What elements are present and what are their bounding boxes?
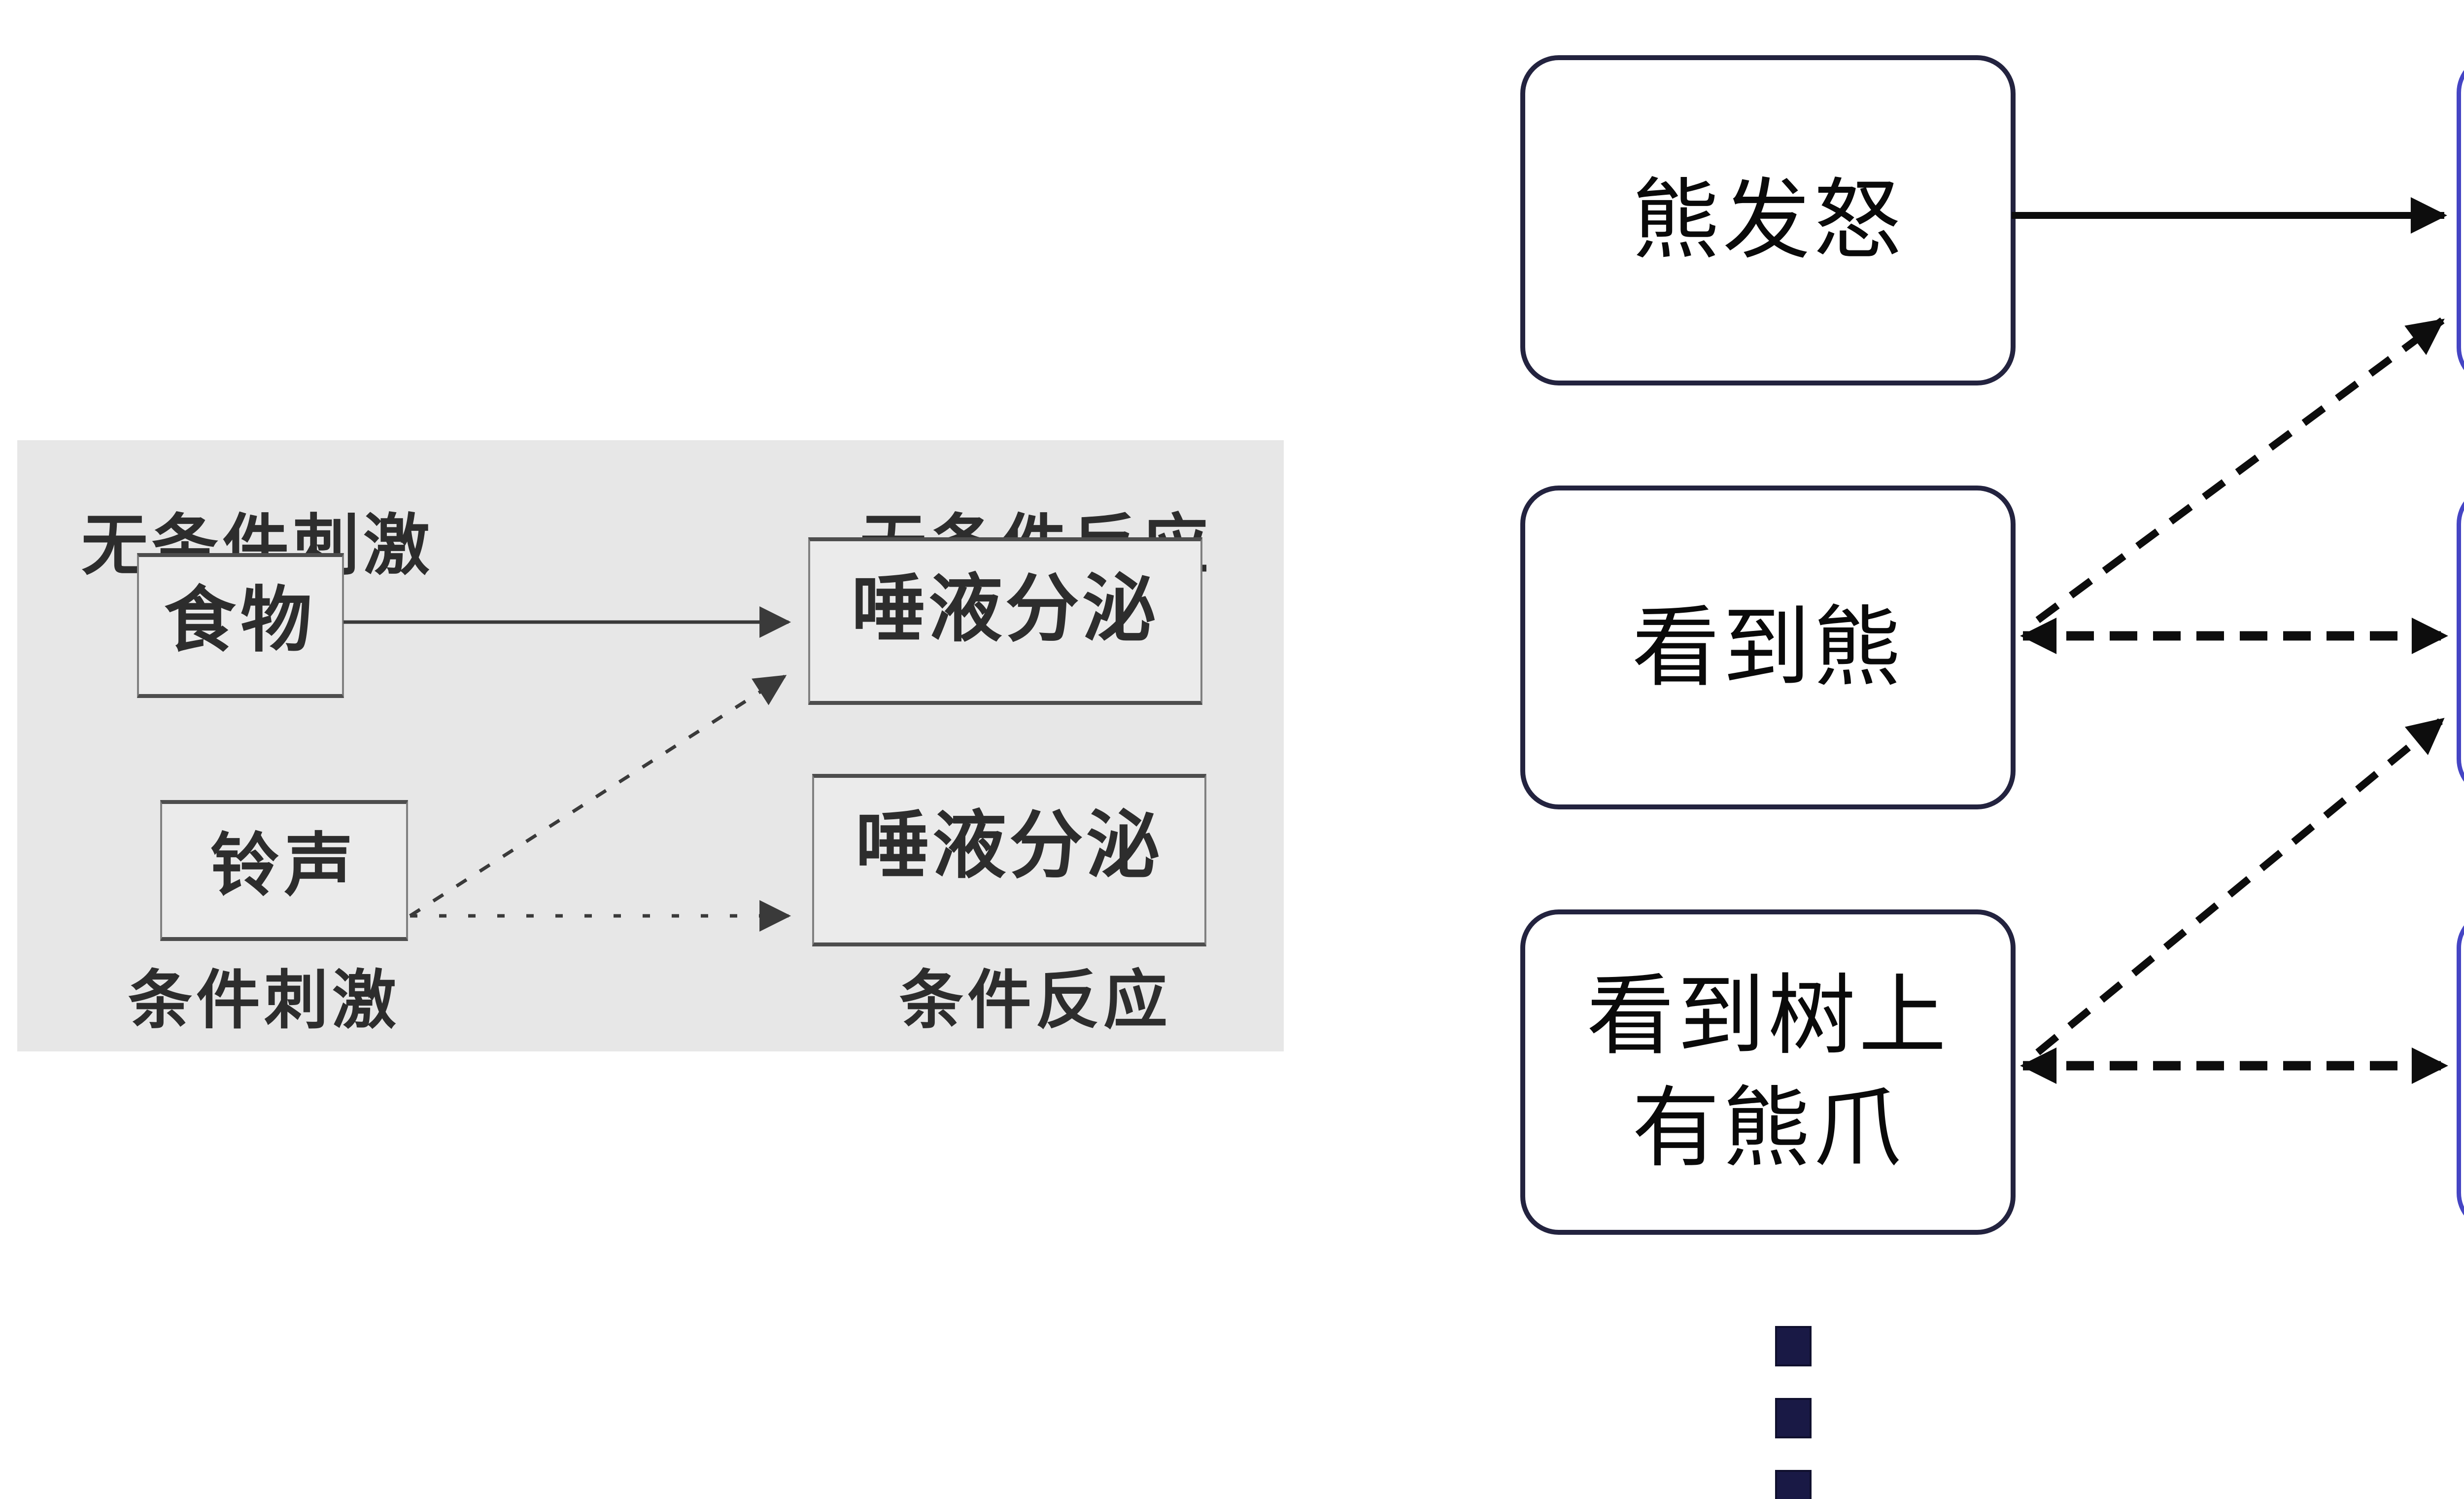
box-salivation-top: 唾液分泌: [808, 537, 1202, 705]
label-conditioned-response: 条件反应: [899, 964, 1172, 1036]
classical-conditioning-panel: 无条件刺激 无条件反应 条件刺激 条件反应 食物 唾液分泌 铃声 唾液分泌: [17, 440, 1284, 1051]
dashed-arrow-seebear-to-reward: [2035, 317, 2445, 624]
ellipsis-dot: [1775, 1326, 1812, 1366]
box-food: 食物: [137, 553, 344, 698]
box-bear-angry: 熊发怒: [1520, 55, 2016, 385]
box-see-bear-claw-line2: 有熊爪: [1632, 1079, 1904, 1177]
box-value-next-state: V(s′): [2457, 486, 2464, 798]
box-bell: 铃声: [160, 800, 408, 941]
box-see-bear: 看到熊: [1520, 486, 2016, 809]
box-salivation-bottom: 唾液分泌: [812, 774, 1206, 946]
box-see-bear-claw-line1: 看到树上: [1586, 967, 1950, 1065]
box-bell-label: 铃声: [210, 827, 358, 904]
box-salivation-bottom-label: 唾液分泌: [855, 804, 1163, 887]
box-bear-angry-label: 熊发怒: [1632, 171, 1904, 270]
box-see-bear-label: 看到熊: [1632, 598, 1904, 697]
box-see-bear-claw: 看到树上 有熊爪: [1520, 909, 2016, 1235]
box-salivation-top-label: 唾液分泌: [851, 567, 1159, 650]
dashed-arrow-seeclaw-to-value-next: [2035, 717, 2445, 1055]
box-value-current-state: V(s): [2457, 909, 2464, 1231]
box-food-label: 食物: [164, 580, 317, 660]
ellipsis-dot: [1775, 1398, 1812, 1438]
ellipsis-dot: [1775, 1470, 1812, 1499]
label-conditioned-stimulus: 条件刺激: [128, 964, 401, 1036]
box-reward: 奖励: [2457, 54, 2464, 386]
box-see-bear-claw-label: 看到树上 有熊爪: [1587, 960, 1950, 1185]
